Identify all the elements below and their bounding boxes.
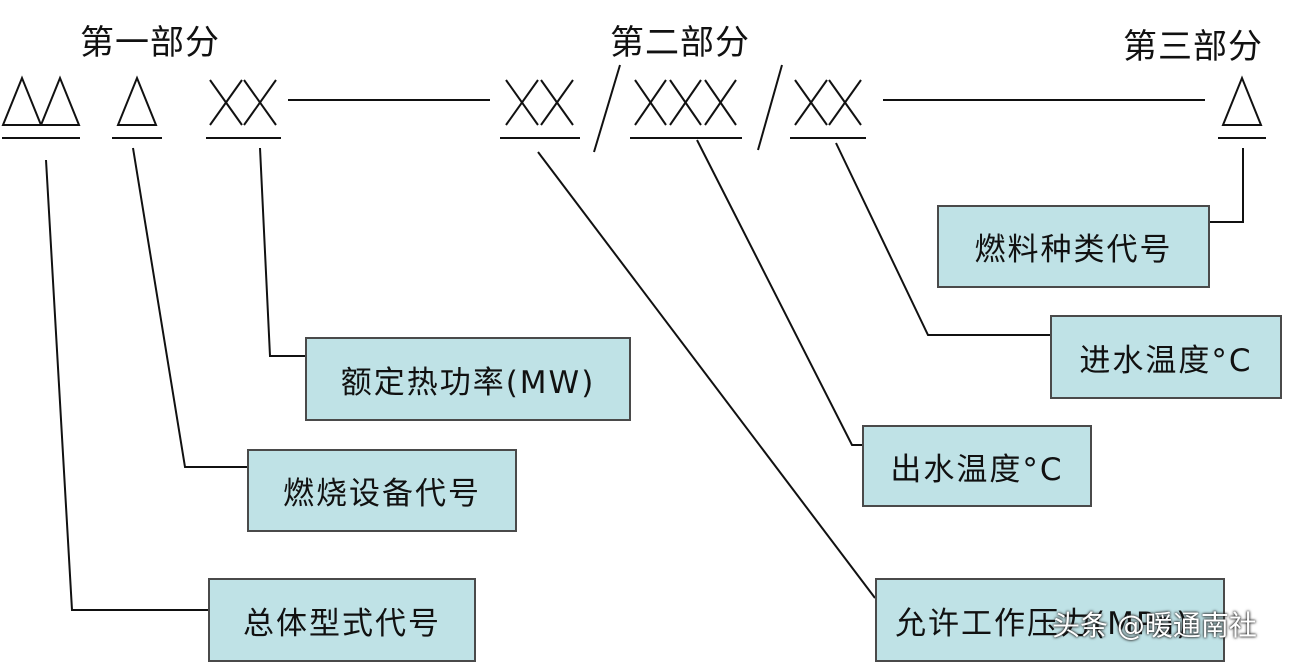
part2-header: 第二部分 bbox=[610, 23, 750, 63]
rated-power-label: 额定热功率(MW) bbox=[305, 337, 631, 421]
slash-separator-2 bbox=[757, 64, 783, 151]
leader-rated-power bbox=[259, 147, 305, 357]
working-pressure-label: 允许工作压力(MPa) bbox=[875, 578, 1225, 662]
inlet-temp-code-symbol bbox=[790, 79, 866, 139]
inlet-temp-label: 进水温度°C bbox=[1050, 315, 1282, 399]
leader-combustion-device bbox=[132, 147, 247, 468]
combustion-code-symbol bbox=[112, 75, 162, 139]
pressure-code-symbol bbox=[500, 79, 580, 139]
watermark: 头条 @暖通南社 bbox=[1052, 609, 1257, 642]
leader-inlet-temp bbox=[835, 142, 1050, 336]
part1-header: 第一部分 bbox=[80, 23, 220, 63]
type-code-symbol bbox=[1, 75, 81, 139]
part3-header: 第三部分 bbox=[1123, 27, 1263, 67]
overall-type-label: 总体型式代号 bbox=[208, 578, 476, 662]
outlet-temp-code-symbol bbox=[630, 79, 742, 139]
combustion-device-label: 燃烧设备代号 bbox=[247, 449, 517, 532]
power-code-symbol bbox=[206, 79, 281, 139]
leader-outlet-temp bbox=[696, 139, 862, 446]
leader-overall-type bbox=[45, 159, 208, 611]
outlet-temp-label: 出水温度°C bbox=[862, 425, 1092, 507]
fuel-type-label: 燃料种类代号 bbox=[937, 205, 1210, 288]
slash-separator-1 bbox=[593, 64, 621, 153]
leader-working-pressure bbox=[537, 151, 876, 599]
fuel-code-symbol bbox=[1218, 75, 1266, 139]
leader-fuel-type bbox=[1210, 148, 1244, 223]
